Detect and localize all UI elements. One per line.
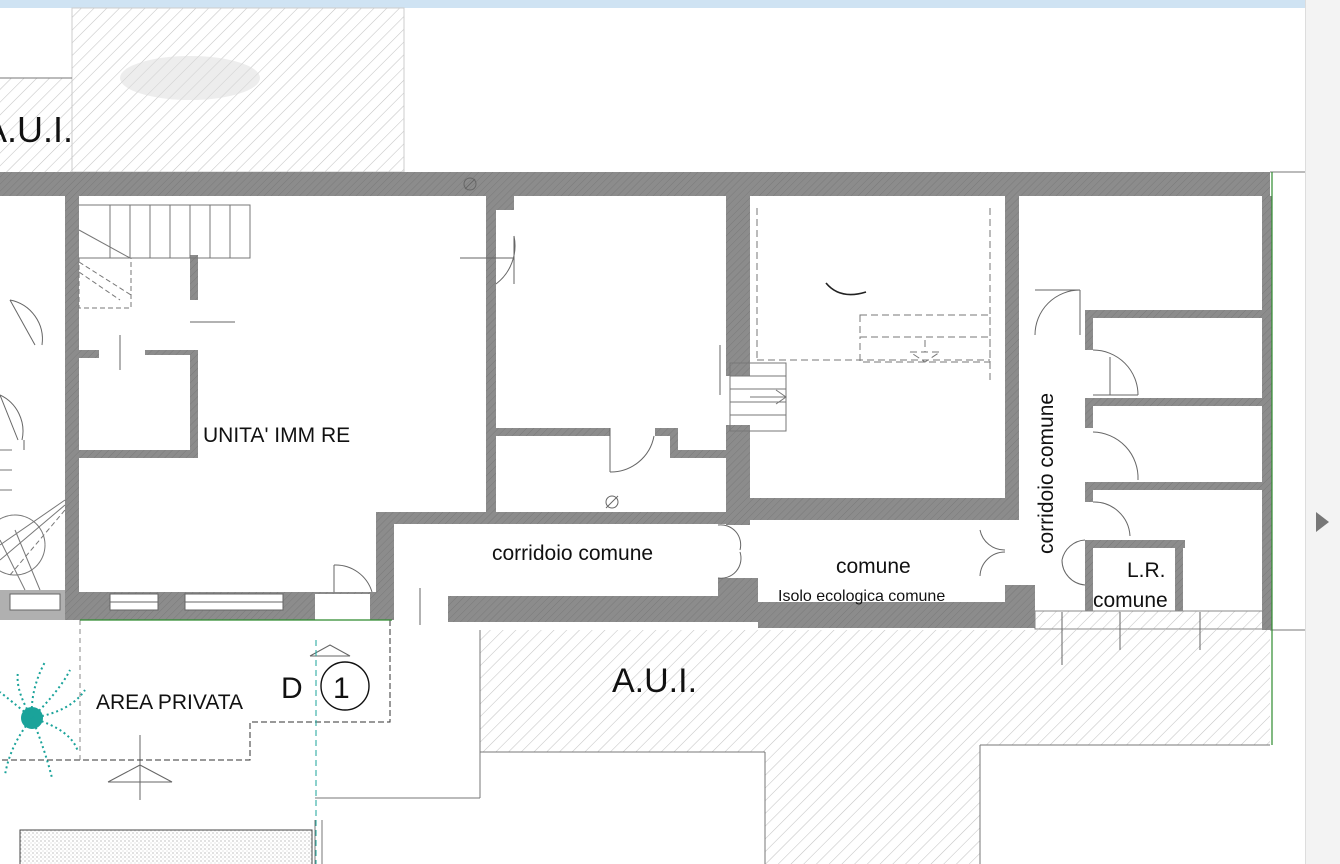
plant-icon [0, 661, 86, 779]
lr-hatch-strip [1034, 610, 1264, 630]
green-boundary [80, 172, 1273, 745]
corridoio-label: corridoio comune [492, 542, 653, 565]
corridoio-vertical-label: corridoio comune [1035, 393, 1058, 554]
dashed-overlays [756, 208, 991, 380]
comune-label: comune [836, 555, 911, 578]
side-panel [1305, 0, 1340, 864]
d-letter-label: D [281, 672, 303, 705]
area-privata-boundary [0, 620, 391, 864]
windows [9, 593, 370, 620]
hatched-areas [0, 7, 1270, 864]
unita-label: UNITA' IMM RE [203, 424, 350, 447]
aui-bottom-label: A.U.I. [612, 662, 697, 700]
outline-lines [0, 77, 1305, 864]
aui-bottom-hatch [480, 630, 1270, 864]
floor-plan: A.U.I. A.U.I. UNITA' IMM RE corridoio co… [0, 7, 1305, 864]
lr-comune-label: comune [1093, 589, 1168, 612]
d-number-label: 1 [333, 672, 350, 705]
aui-top-left-hatch [0, 78, 72, 172]
isola-label: Isolo ecologica comune [778, 588, 945, 605]
top-bar [0, 0, 1305, 8]
walls [0, 172, 1272, 630]
dotted-block [19, 829, 313, 864]
plan-labels: A.U.I. A.U.I. UNITA' IMM RE corridoio co… [0, 109, 1168, 714]
plan-details [107, 177, 1201, 800]
stairs [0, 204, 787, 591]
d1-marker-circle [320, 661, 370, 711]
area-privata-label: AREA PRIVATA [96, 691, 243, 714]
smudge-mark [120, 56, 260, 100]
doors [0, 235, 1139, 593]
aui-top-label: A.U.I. [0, 109, 73, 150]
lr-label: L.R. [1127, 559, 1166, 582]
chevron-right-icon[interactable] [1316, 512, 1329, 532]
